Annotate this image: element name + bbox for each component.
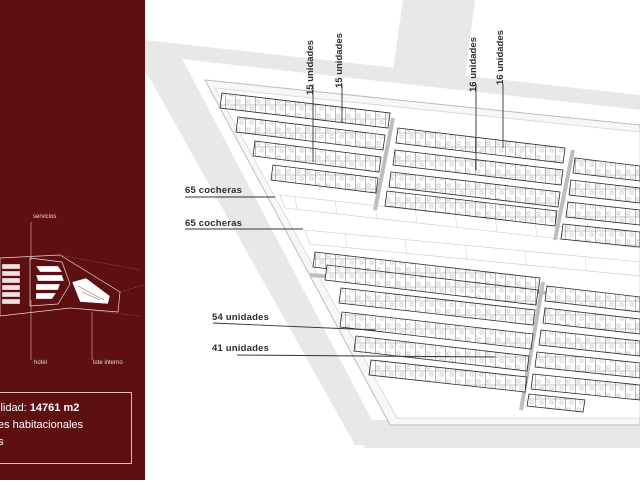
key-map-drawing	[0, 222, 145, 360]
info-area-value: 14761 m2	[29, 402, 80, 414]
key-map: servicios hotel lote interno	[0, 200, 145, 380]
label-16-unidades-b: 16 unidades	[495, 30, 506, 85]
info-box	[0, 392, 132, 464]
key-map-label-hotel: hotel	[34, 360, 48, 366]
info-area-line: ilidad: 14761 m2	[0, 402, 79, 414]
label-54-unidades: 54 unidades	[212, 312, 270, 323]
label-41-unidades: 41 unidades	[212, 343, 270, 354]
info-area-label: ilidad:	[0, 402, 27, 414]
key-map-label-servicios: servicios	[33, 214, 57, 220]
info-line-3: s	[0, 436, 4, 448]
label-15-unidades-a: 15 unidades	[305, 40, 316, 95]
info-line-habitacionales: es habitacionales	[0, 419, 84, 431]
left-panel: servicios hotel lote interno ilidad: 147…	[0, 0, 145, 480]
site-plan-drawing	[145, 0, 640, 480]
site-plan: 15 unidades 15 unidades 16 unidades 16 u…	[145, 0, 640, 480]
label-16-unidades-a: 16 unidades	[468, 37, 479, 92]
label-65-cocheras-b: 65 cocheras	[185, 218, 243, 229]
label-65-cocheras-a: 65 cocheras	[185, 185, 243, 196]
label-15-unidades-b: 15 unidades	[334, 33, 345, 88]
key-map-label-lote-interno: lote interno	[93, 360, 123, 366]
